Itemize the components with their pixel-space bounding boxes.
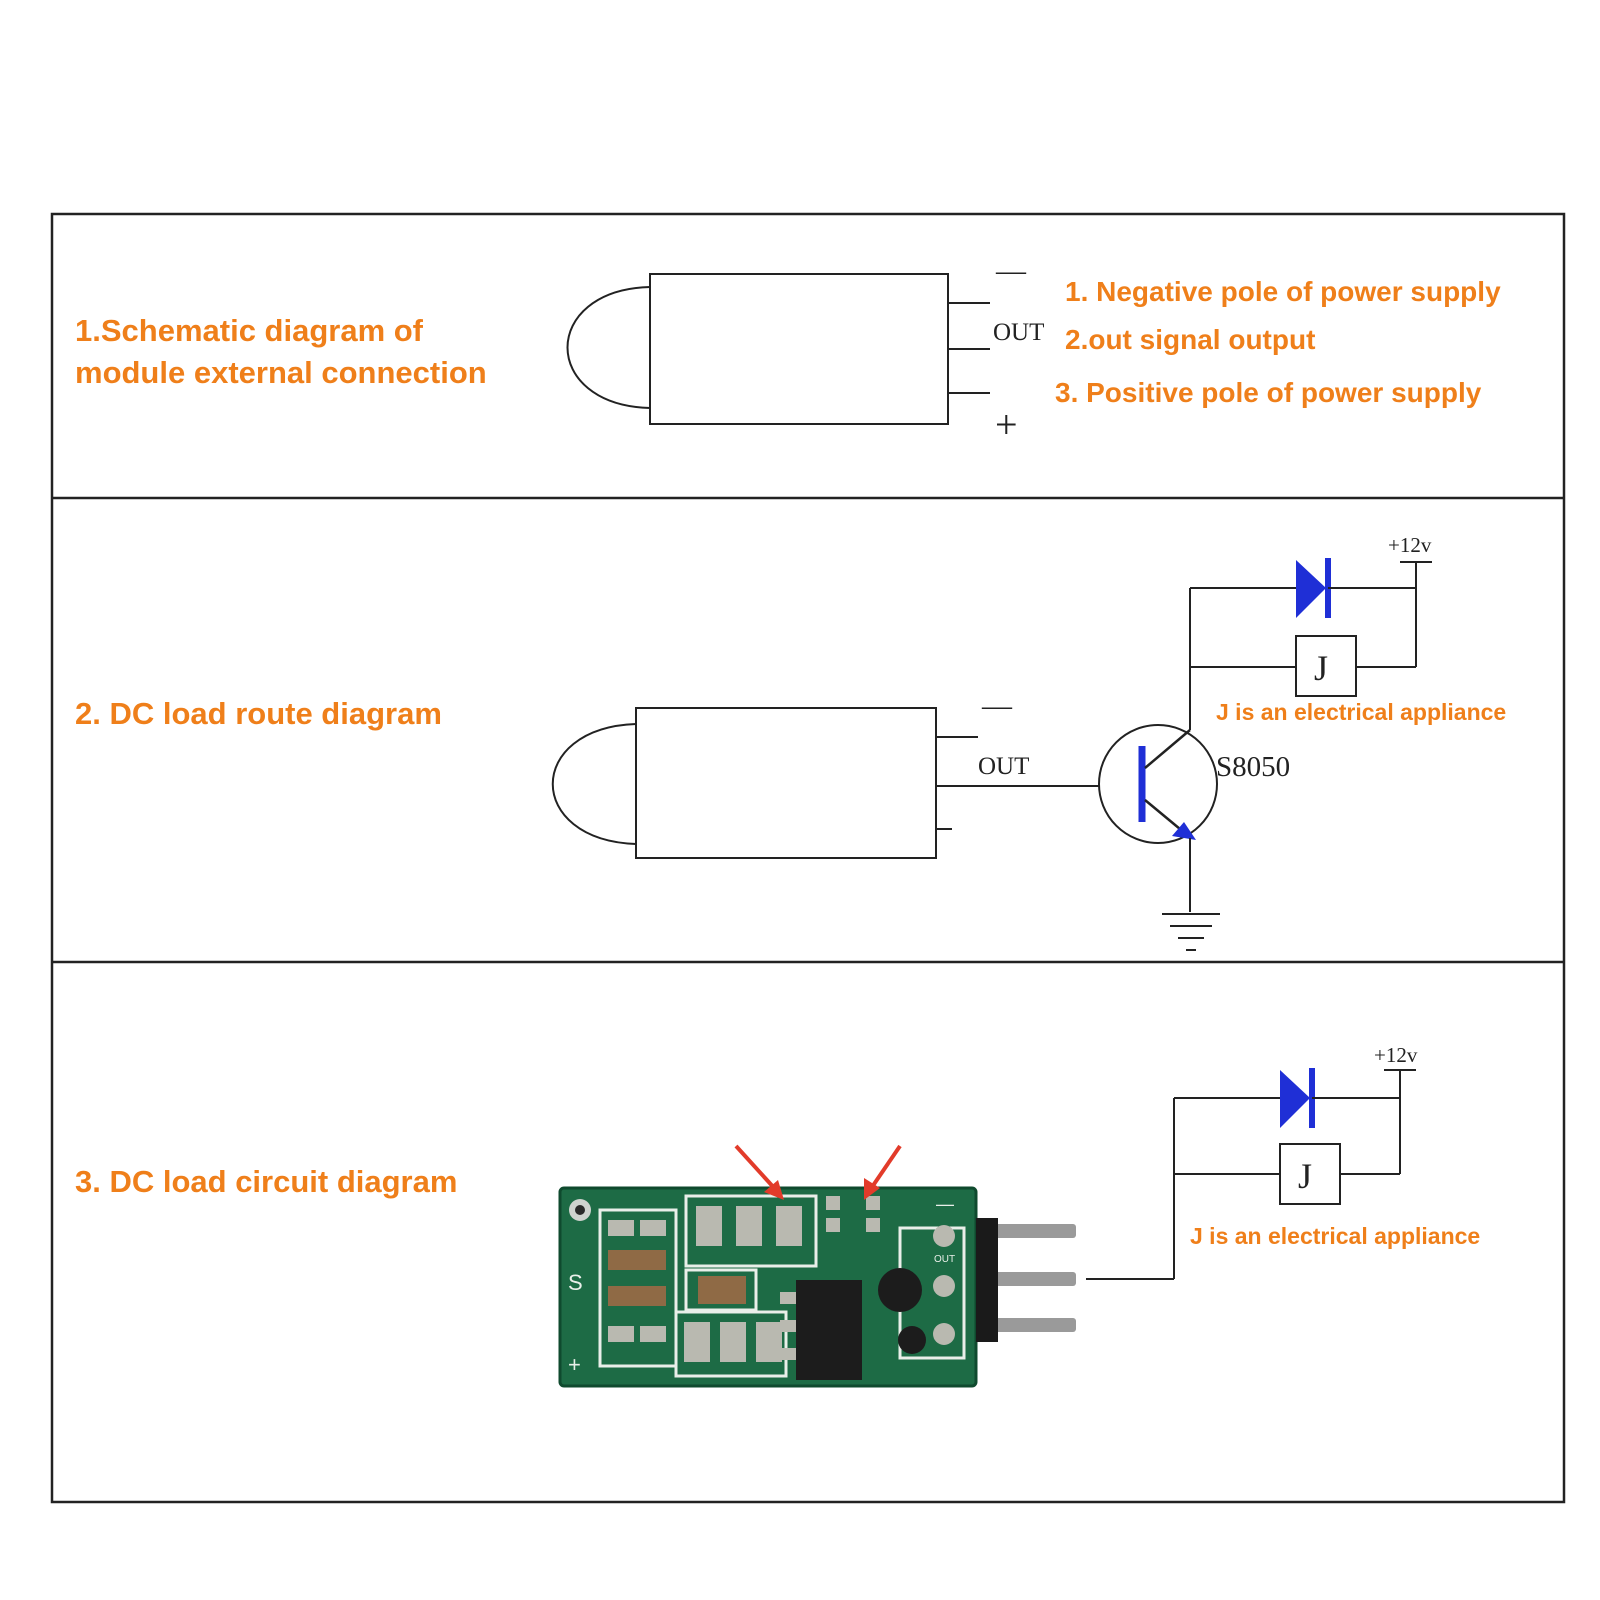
transistor-s8050 bbox=[1098, 724, 1218, 844]
section-1-title-line-2: module external connection bbox=[75, 355, 487, 390]
section-3-title: 3. DC load circuit diagram bbox=[75, 1164, 457, 1199]
module-body bbox=[635, 707, 937, 859]
smd-components bbox=[608, 1196, 880, 1362]
sensor-dome bbox=[566, 286, 651, 409]
sensor-dome bbox=[551, 723, 637, 845]
section-2-title: 2. DC load route diagram bbox=[75, 696, 442, 731]
pin-minus-label: — bbox=[981, 689, 1013, 722]
pcb-silk-s: S bbox=[568, 1270, 583, 1295]
pad-out bbox=[933, 1275, 955, 1297]
transistor-label: S8050 bbox=[1216, 751, 1290, 783]
sensor-module-1 bbox=[566, 273, 990, 425]
relay-label: J bbox=[1298, 1156, 1312, 1196]
module-body bbox=[649, 273, 949, 425]
pcb-silk-out: OUT bbox=[934, 1254, 955, 1265]
section-1-title-line-1: 1.Schematic diagram of bbox=[75, 313, 424, 348]
relay-box bbox=[1279, 1143, 1341, 1205]
transistor-circle bbox=[1098, 724, 1218, 844]
emitter-arrow-icon bbox=[1172, 822, 1196, 840]
pcb-module-photo: S + — OUT bbox=[558, 1144, 1076, 1388]
transistor-collector bbox=[1144, 729, 1191, 769]
supply-label: +12v bbox=[1374, 1043, 1418, 1067]
legend-positive-pole: 3. Positive pole of power supply bbox=[1055, 377, 1482, 408]
section-2: 2. DC load route diagram — OUT S8050 +12… bbox=[75, 533, 1506, 951]
appliance-note: J is an electrical appliance bbox=[1216, 699, 1506, 725]
sensor-module-2 bbox=[551, 707, 1100, 859]
appliance-note: J is an electrical appliance bbox=[1190, 1223, 1480, 1249]
header-pin-2 bbox=[976, 1272, 1076, 1286]
diode-icon bbox=[1280, 1070, 1310, 1128]
pad-minus bbox=[933, 1225, 955, 1247]
pcb-silkscreen bbox=[598, 1194, 966, 1378]
pin-minus-label: — bbox=[995, 254, 1027, 287]
pad-plus bbox=[933, 1323, 955, 1345]
pin-plus-label: + bbox=[995, 402, 1018, 447]
legend-negative-pole: 1. Negative pole of power supply bbox=[1065, 276, 1501, 307]
legend-out-signal: 2.out signal output bbox=[1065, 324, 1315, 355]
outer-frame bbox=[50, 212, 1566, 1504]
relay-label: J bbox=[1314, 648, 1328, 688]
pcb-silk-plus: + bbox=[568, 1352, 581, 1377]
pcb-transistor bbox=[878, 1268, 922, 1312]
header-pin-3 bbox=[976, 1318, 1076, 1332]
header-pin-1 bbox=[976, 1224, 1076, 1238]
supply-label: +12v bbox=[1388, 533, 1432, 557]
pcb-ic-chip bbox=[796, 1280, 862, 1380]
pcb-silk-minus: — bbox=[936, 1194, 954, 1214]
section-3: 3. DC load circuit diagram bbox=[75, 1043, 1480, 1388]
red-pointer-arrows bbox=[734, 1144, 902, 1200]
diode-icon bbox=[1296, 560, 1326, 618]
pin-out-label: OUT bbox=[978, 753, 1029, 780]
pin-out-label: OUT bbox=[993, 319, 1044, 346]
ground-icon bbox=[1162, 913, 1220, 951]
section-1: 1.Schematic diagram of module external c… bbox=[75, 254, 1501, 447]
